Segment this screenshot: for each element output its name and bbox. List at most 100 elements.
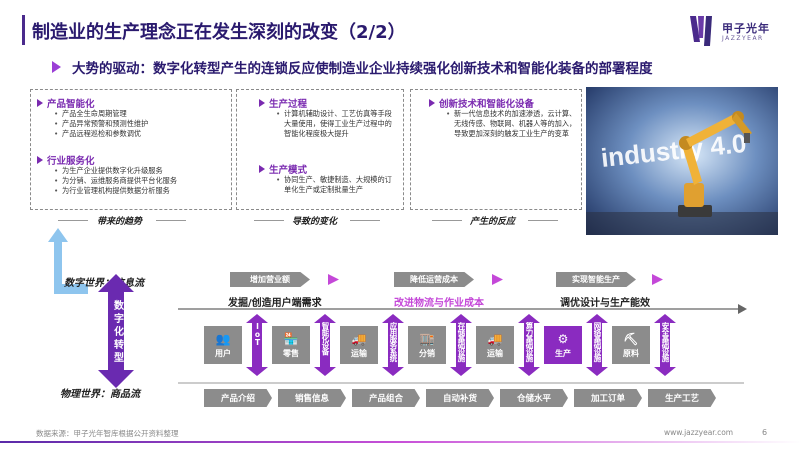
node-connector-arrow: 应用服务系统 — [382, 314, 404, 376]
connector-label: 安全基础设施 — [661, 322, 670, 361]
double-arrow-icon — [518, 314, 540, 376]
feedback-arrow-icon — [48, 228, 88, 294]
goods-flow-item: 加工订单 — [574, 389, 642, 407]
truck-icon: 🚚 — [351, 331, 367, 346]
changes-caption: 导致的变化 — [292, 217, 338, 227]
double-arrow-icon — [450, 314, 472, 376]
trends-box: 产品智能化 产品全生命周期管理 产品异常预警和预测性维护 产品远程巡检和参数调优… — [30, 89, 232, 210]
tag-reduce-cost: 降低运营成本 — [394, 272, 474, 287]
demand-2: 改进物流与作业成本 — [394, 298, 484, 309]
connector-label: IoT — [253, 322, 262, 346]
connector-label: 网络基础设施 — [593, 322, 602, 361]
page-number: 6 — [762, 428, 768, 437]
double-arrow-icon — [586, 314, 608, 376]
trends-heading-2: 行业服务化 — [37, 153, 95, 167]
node-box: 👥 用户 — [204, 326, 242, 364]
truck-icon: 🚚 — [487, 331, 503, 346]
triangle-bullet-icon — [37, 156, 43, 164]
responses-heading: 创新技术和智能化设备 — [429, 96, 534, 110]
gear-icon: ⚙ — [557, 331, 569, 346]
node-label: 用户 — [215, 348, 231, 358]
goods-flow-item: 自动补货 — [426, 389, 494, 407]
node-label: 运输 — [487, 348, 503, 358]
node-box: 🏪 零售 — [272, 326, 310, 364]
node-box: ⛏ 原料 — [612, 326, 650, 364]
node-label: 原料 — [623, 348, 639, 358]
footer-url: www.jazzyear.com — [664, 428, 734, 437]
trends-bullet: 产品异常预警和预测性维护 — [53, 119, 228, 129]
logo-subtext: JAZZYEAR — [722, 35, 764, 42]
transformation-arrow-icon — [98, 274, 134, 388]
demand-3: 调优设计与生产能效 — [560, 298, 650, 309]
responses-box: 创新技术和智能化设备 新一代信息技术的加速渗透，云计算、无线传感、物联网、机器人… — [410, 89, 582, 210]
trends-heading-1: 产品智能化 — [37, 96, 95, 110]
trends-bullet: 为行业管理机构提供数据分析服务 — [53, 186, 228, 196]
changes-heading-1: 生产过程 — [259, 96, 307, 110]
responses-caption: 产生的反应 — [470, 217, 516, 227]
connector-label: 应用服务系统 — [389, 322, 398, 361]
user-icon: 👥 — [215, 331, 231, 346]
connector-label: 算力基础设施 — [525, 322, 534, 361]
goods-flow-item: 产品组合 — [352, 389, 420, 407]
goods-flow-item: 生产工艺 — [648, 389, 716, 407]
tag-pointer-icon — [492, 274, 503, 285]
changes-heading-2: 生产模式 — [259, 162, 307, 176]
triangle-bullet-icon — [259, 165, 265, 173]
double-arrow-icon — [654, 314, 676, 376]
node-box: 🚚 运输 — [340, 326, 378, 364]
trends-bullet: 产品远程巡检和参数调优 — [53, 129, 228, 139]
node-connector-arrow: 算力基础设施 — [518, 314, 540, 376]
caption-rule — [58, 220, 88, 221]
warehouse-icon: 🏬 — [419, 331, 435, 346]
demand-flow-arrow-icon — [178, 304, 747, 314]
store-icon: 🏪 — [283, 331, 299, 346]
node-label: 生产 — [555, 348, 571, 358]
goods-flow-line — [178, 382, 744, 384]
logo-mark-icon — [690, 16, 712, 46]
node-connector-arrow: 智能化设备 — [314, 314, 336, 376]
goods-flow-row: 产品介绍销售信息产品组合自动补货仓储水平加工订单生产工艺 — [204, 389, 724, 407]
digital-world-label: 数字世界：信息流 — [64, 278, 144, 289]
mine-icon: ⛏ — [623, 331, 639, 346]
node-connector-arrow: 安全基础设施 — [654, 314, 676, 376]
physical-world-label: 物理世界：商品流 — [60, 389, 140, 400]
tag-smart-production: 实现智能生产 — [556, 272, 636, 287]
transformation-label: 数字化转型 — [114, 301, 124, 364]
caption-rule — [156, 220, 186, 221]
changes-bullet: 计算机辅助设计、工艺仿真等手段大量使用，使得工业生产过程中的智能化程度极大提升 — [275, 109, 397, 139]
changes-box: 生产过程 计算机辅助设计、工艺仿真等手段大量使用，使得工业生产过程中的智能化程度… — [236, 89, 404, 210]
triangle-bullet-icon — [37, 99, 43, 107]
caption-rule — [254, 220, 284, 221]
footer-source: 数据来源：甲子光年智库根据公开资料整理 — [36, 429, 179, 438]
changes-bullet: 协同生产、敏捷制造、大规模的订单化生产或定制批量生产 — [275, 175, 397, 195]
connector-label: 智能化设备 — [321, 322, 330, 355]
double-arrow-icon — [246, 314, 268, 376]
node-label: 零售 — [283, 348, 299, 358]
triangle-bullet-icon — [259, 99, 265, 107]
subtitle-arrow-icon — [52, 61, 61, 73]
title-accent-bar — [22, 15, 25, 45]
node-box: ⚙ 生产 — [544, 326, 582, 364]
nodes-row: 👥 用户 IoT 🏪 零售 智能化设备 🚚 运输 应用服务系统 🏬 分销 存储基础设施 🚚 运输 算力基础设… — [204, 314, 724, 376]
trends-bullet: 为分销、运维服务商提供平台化服务 — [53, 176, 228, 186]
industry-robot-image: industry 4.0 — [586, 87, 778, 235]
node-box: 🏬 分销 — [408, 326, 446, 364]
node-connector-arrow: 存储基础设施 — [450, 314, 472, 376]
subtitle: 大势的驱动：数字化转型产生的连锁反应使制造业企业持续强化创新技术和智能化装备的部… — [72, 61, 653, 77]
triangle-bullet-icon — [429, 99, 435, 107]
caption-rule — [432, 220, 462, 221]
demand-1: 发掘/创造用户端需求 — [228, 298, 322, 309]
tag-increase-revenue: 增加营业额 — [230, 272, 310, 287]
goods-flow-item: 产品介绍 — [204, 389, 272, 407]
responses-bullet: 新一代信息技术的加速渗透，云计算、无线传感、物联网、机器人等的加入，导致更加深刻… — [445, 109, 577, 139]
caption-rule — [528, 220, 558, 221]
goods-flow-item: 销售信息 — [278, 389, 346, 407]
node-label: 运输 — [351, 348, 367, 358]
tag-pointer-icon — [328, 274, 339, 285]
node-label: 分销 — [419, 348, 435, 358]
node-connector-arrow: 网络基础设施 — [586, 314, 608, 376]
double-arrow-icon — [382, 314, 404, 376]
connector-label: 存储基础设施 — [457, 322, 466, 361]
double-arrow-icon — [314, 314, 336, 376]
trends-caption: 带来的趋势 — [97, 217, 143, 227]
